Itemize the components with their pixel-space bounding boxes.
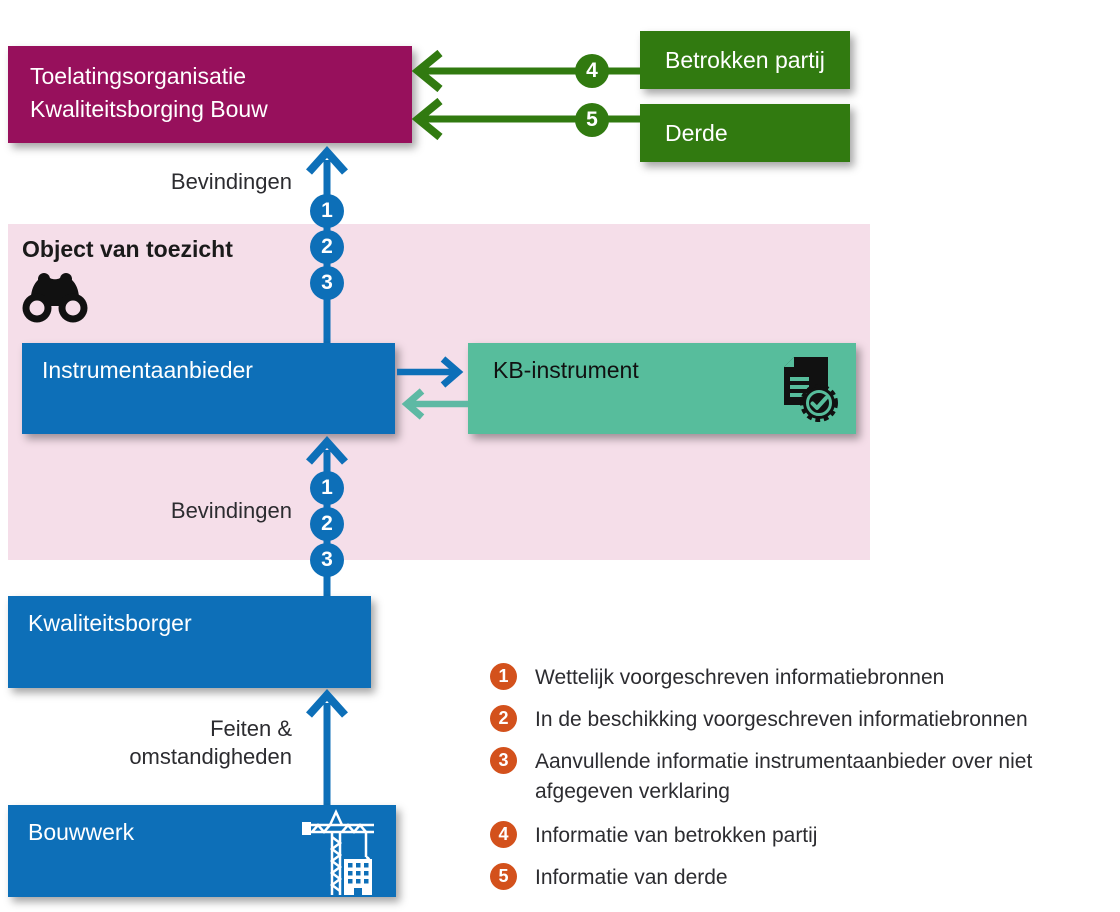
box-instrumentaanbieder-label: Instrumentaanbieder xyxy=(42,357,253,383)
arrow-right-to-kb-instrument-icon xyxy=(397,356,465,388)
arrow-up-to-kwaliteitsborger-icon xyxy=(305,689,349,807)
box-toelatingsorganisatie: Toelatingsorganisatie Kwaliteitsborging … xyxy=(8,46,412,143)
box-toelatingsorganisatie-line1: Toelatingsorganisatie xyxy=(30,63,247,89)
marker-bottom-1-circle: 1 xyxy=(310,471,344,505)
legend-item-4: 4 Informatie van betrokken partij xyxy=(490,821,817,851)
feiten-label-line2: omstandigheden xyxy=(129,744,292,769)
box-kwaliteitsborger: Kwaliteitsborger xyxy=(8,596,371,688)
bevindingen-top-label: Bevindingen xyxy=(170,169,292,194)
marker-top-3-circle: 3 xyxy=(310,266,344,300)
legend-1-circle: 1 xyxy=(490,663,517,690)
box-instrumentaanbieder: Instrumentaanbieder xyxy=(22,343,395,434)
legend-2-text: In de beschikking voorgeschreven informa… xyxy=(535,708,1028,731)
marker-4-circle: 4 xyxy=(575,54,609,88)
box-kwaliteitsborger-label: Kwaliteitsborger xyxy=(28,610,192,636)
box-bouwwerk-label: Bouwwerk xyxy=(28,819,135,845)
box-toelatingsorganisatie-line2: Kwaliteitsborging Bouw xyxy=(30,96,268,122)
marker-bottom-3-circle: 3 xyxy=(310,543,344,577)
arrow-left-to-instrumentaanbieder-icon xyxy=(400,388,468,420)
legend-item-2: 2 In de beschikking voorgeschreven infor… xyxy=(490,705,1028,735)
legend-4-circle: 4 xyxy=(490,821,517,848)
certified-document-icon xyxy=(774,355,840,423)
feiten-label-line1: Feiten & xyxy=(210,716,292,741)
construction-crane-icon xyxy=(302,809,380,895)
legend-2-circle: 2 xyxy=(490,705,517,732)
legend-3-circle: 3 xyxy=(490,747,517,774)
box-kb-instrument: KB-instrument xyxy=(468,343,856,434)
marker-5-circle: 5 xyxy=(575,103,609,137)
bevindingen-bottom-label: Bevindingen xyxy=(170,498,292,523)
region-title: Object van toezicht xyxy=(22,236,233,262)
legend-1-text: Wettelijk voorgeschreven informatiebronn… xyxy=(535,666,945,689)
box-derde: Derde xyxy=(640,104,850,162)
binoculars-icon xyxy=(20,270,90,324)
box-betrokken-partij: Betrokken partij xyxy=(640,31,850,89)
legend-4-text: Informatie van betrokken partij xyxy=(535,824,818,847)
box-derde-label: Derde xyxy=(665,120,728,146)
marker-top-1-circle: 1 xyxy=(310,194,344,228)
legend-5-circle: 5 xyxy=(490,863,517,890)
marker-bottom-2-circle: 2 xyxy=(310,507,344,541)
legend-item-5: 5 Informatie van derde xyxy=(490,863,728,893)
legend-5-text: Informatie van derde xyxy=(535,866,728,889)
box-betrokken-partij-label: Betrokken partij xyxy=(665,47,825,73)
box-bouwwerk: Bouwwerk xyxy=(8,805,396,897)
legend-3-text: Aanvullende informatie instrumentaanbied… xyxy=(535,750,1033,803)
box-kb-instrument-label: KB-instrument xyxy=(493,357,639,383)
legend-item-3: 3 Aanvullende informatie instrumentaanbi… xyxy=(490,747,1040,807)
marker-top-2-circle: 2 xyxy=(310,230,344,264)
legend-item-1: 1 Wettelijk voorgeschreven informatiebro… xyxy=(490,663,944,693)
